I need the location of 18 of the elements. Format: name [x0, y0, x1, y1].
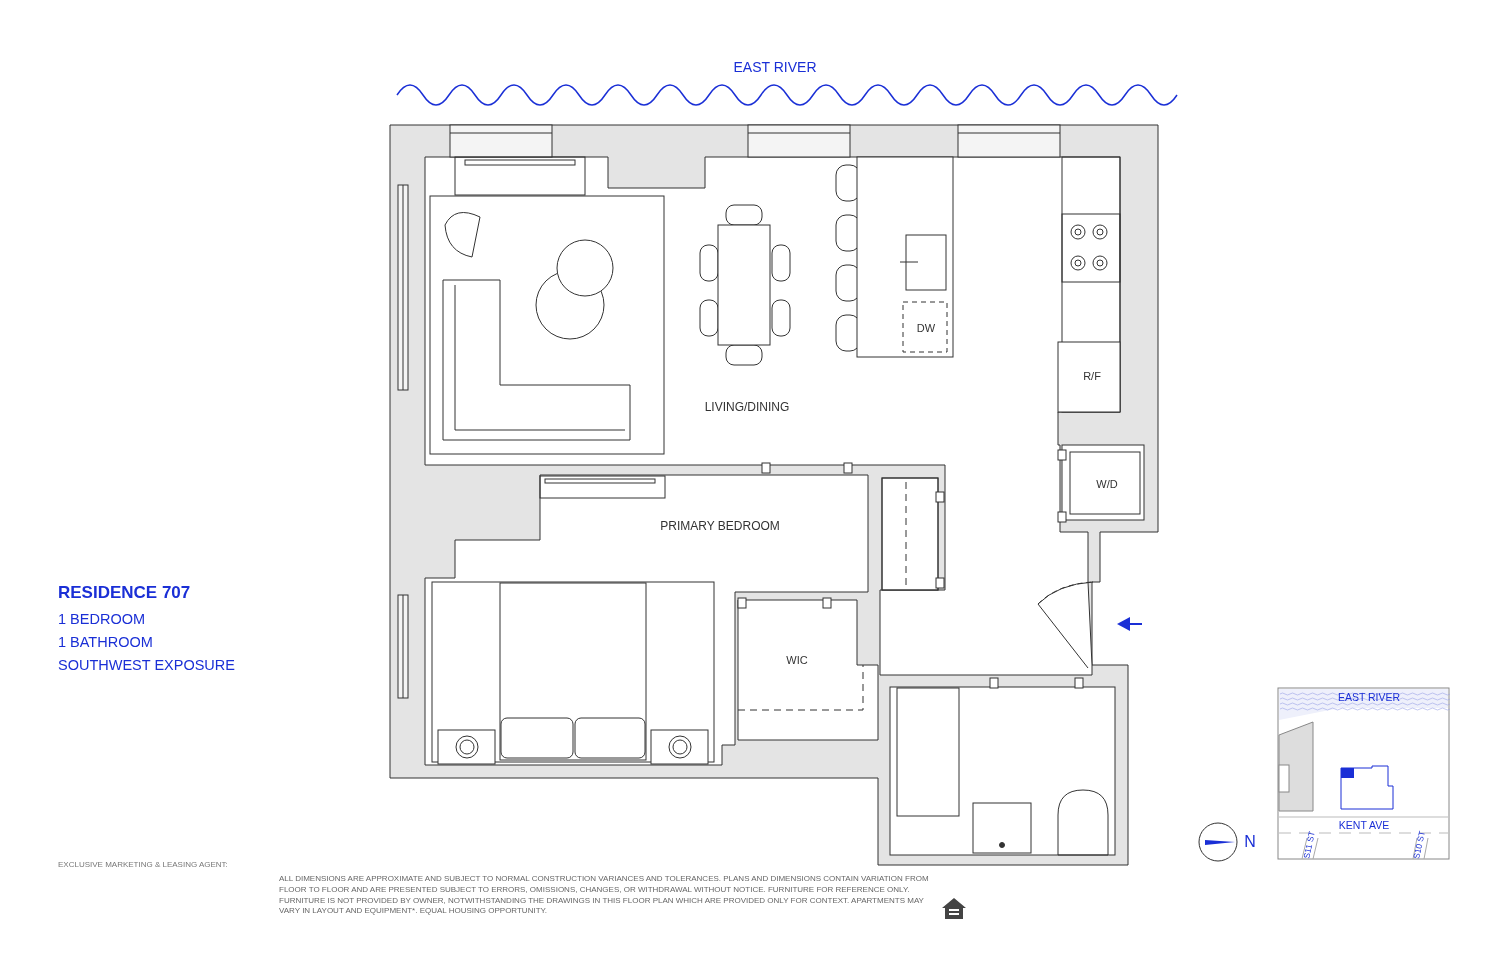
compass-label: N [1244, 832, 1256, 852]
street-label: S11 ST [1302, 830, 1318, 860]
map-label: EAST RIVER [1337, 690, 1401, 704]
street-label: S10 ST [1412, 830, 1428, 860]
room-label: WIC [786, 653, 808, 667]
river-name: EAST RIVER [733, 58, 817, 76]
residence-title: RESIDENCE 707 [58, 583, 191, 603]
room-label: LIVING/DINING [704, 401, 790, 415]
room-label: PRIMARY BEDROOM [660, 520, 780, 534]
appliance-label: DW [916, 321, 936, 335]
appliance-label: R/F [1083, 369, 1101, 383]
agent-note: EXCLUSIVE MARKETING & LEASING AGENT: [58, 860, 228, 870]
disclaimer-text: ALL DIMENSIONS ARE APPROXIMATE AND SUBJECT TO NORMAL CONSTRUCTION VARIANCES AND TOLERANCES. PLANS AND DIMENSIONS CONTAIN VARIATION FROM FLOOR TO FLOOR AND ARE PRESENTED SUBJECT TO ERRORS, OMISSIONS, CHANGES, OR WITHDRAWAL WITHOUT NOTICE. FURNITURE FOR REFERENCE ONLY. FURNITURE IS NOT PROVIDED BY OWNER, NOTWITHSTANDING THE DRAWINGS IN THIS FLOOR PLAN WHICH ARE PROVIDED ONLY FOR CONTEXT. APARTMENTS MAY VARY IN LAYOUT AND EQUIPMENT*. EQUAL HOUSING OPPORTUNITY. [279, 874, 930, 918]
map-label: KENT AVE [1338, 818, 1390, 832]
unit-detail: 1 BEDROOM [58, 611, 145, 628]
unit-detail: 1 BATHROOM [58, 634, 153, 651]
appliance-label: W/D [1096, 477, 1118, 491]
unit-detail: SOUTHWEST EXPOSURE [58, 657, 235, 674]
